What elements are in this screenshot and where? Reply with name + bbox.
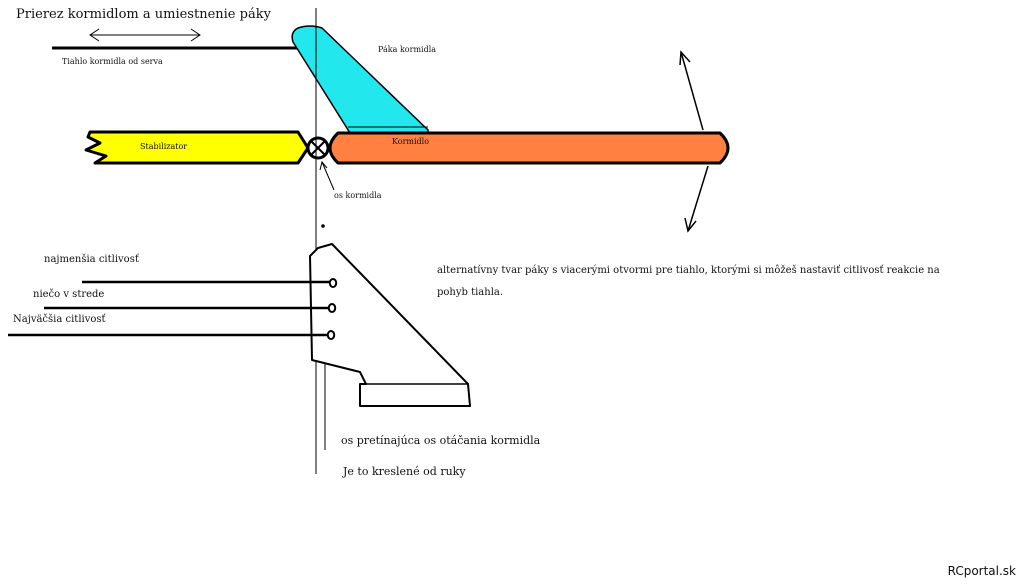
axis-pointer-arrow — [321, 161, 335, 191]
hinge-cross-b — [310, 140, 326, 156]
axis-pointer-head-icon — [319, 160, 328, 171]
label-middle: niečo v strede — [33, 289, 105, 300]
watermark: RCportal.sk — [947, 564, 1016, 578]
hole-top — [328, 278, 338, 288]
label-most-sensitivity: Najväčšia citlivosť — [13, 314, 106, 325]
description-line2: pohyb tiahla. — [437, 287, 504, 298]
rudder — [328, 131, 730, 165]
description-line1: alternatívny tvar páky s viacerými otvor… — [437, 265, 940, 276]
arrow-head-left-icon — [89, 28, 100, 42]
deflection-arrow-up — [680, 51, 704, 131]
dot — [321, 224, 325, 228]
label-hand-drawn: Je to kreslené od ruky — [343, 465, 466, 478]
label-axis: os kormidla — [334, 191, 382, 200]
label-stabilizer: Stabilizator — [140, 142, 188, 151]
arrow-head-right-icon — [190, 28, 201, 42]
deflection-arrow-down — [687, 165, 709, 232]
servo-rod-group — [52, 28, 318, 50]
label-crossing-axis: os pretínajúca os otáčania kormidla — [341, 434, 541, 447]
label-servo-rod: Tiahlo kormidla od serva — [62, 57, 163, 66]
label-horn: Páka kormidla — [378, 45, 437, 54]
deflection-arrow-down-head-icon — [684, 217, 697, 233]
label-least-sensitivity: najmenšia citlivosť — [44, 254, 139, 265]
label-rudder: Kormidlo — [392, 137, 430, 146]
rudder-hinge-axis-icon — [306, 136, 330, 160]
alternative-horn — [309, 243, 471, 407]
deflection-arrow-up-head-icon — [679, 50, 691, 66]
hole-bottom — [326, 330, 336, 340]
hole-middle — [327, 303, 337, 313]
stabilizer — [84, 130, 310, 165]
page-title: Prierez kormidlom a umiestnenie páky — [16, 7, 271, 22]
